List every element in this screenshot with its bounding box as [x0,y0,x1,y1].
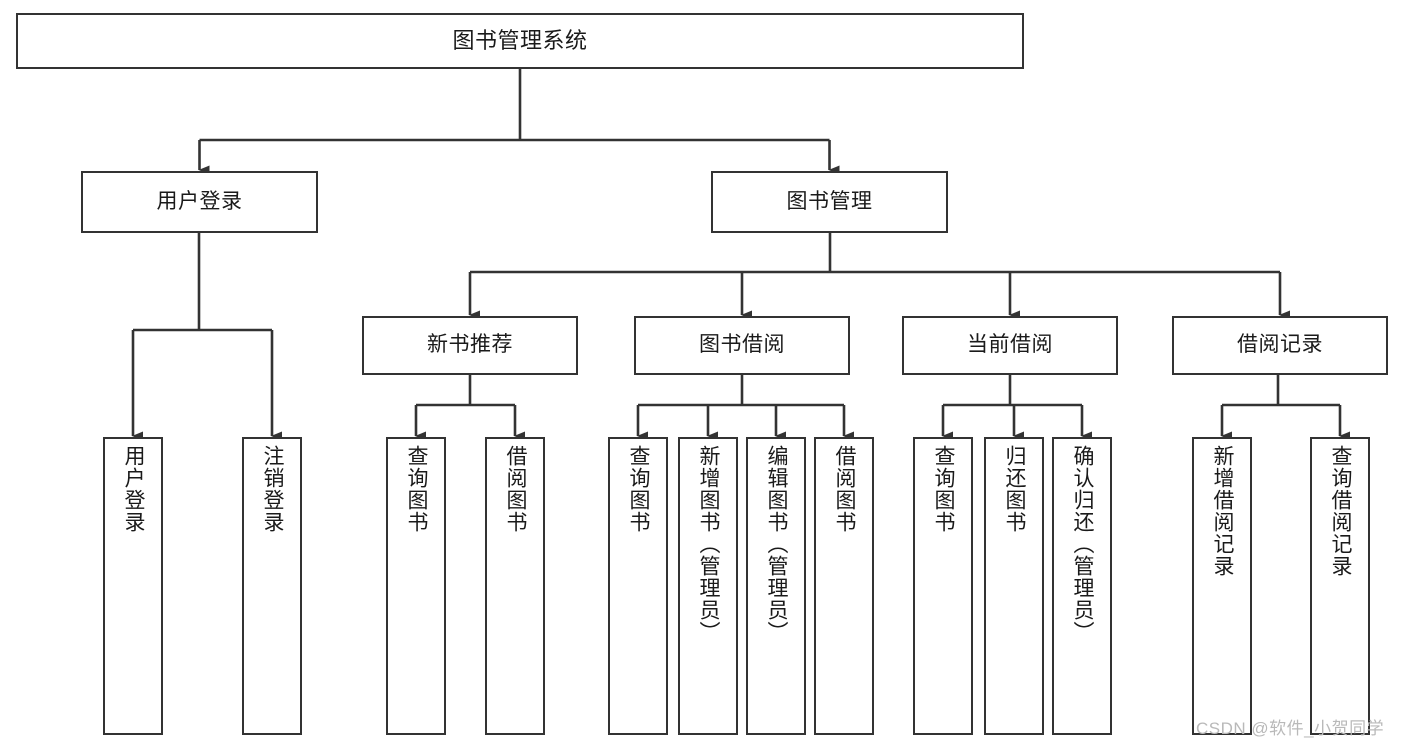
node-label: 归还图书 [1003,445,1027,533]
node-user-login[interactable]: 用户登录 [81,171,318,233]
node-label: 借阅图书 [504,445,528,533]
node-leaf-add-borrow-record[interactable]: 新增借阅记录 [1192,437,1252,735]
node-label: 用户登录 [156,189,243,213]
node-leaf-confirm-return[interactable]: 确认归还（管理员） [1052,437,1112,735]
node-label: 查询借阅记录 [1329,445,1353,577]
node-label: 图书管理 [786,189,873,213]
watermark-text: CSDN @软件_小贺同学 [1196,719,1385,738]
node-leaf-query-book-recommend[interactable]: 查询图书 [386,437,446,735]
node-label: 新增借阅记录 [1211,445,1235,577]
node-current-borrow[interactable]: 当前借阅 [902,316,1118,375]
node-root[interactable]: 图书管理系统 [16,13,1024,69]
node-label: 注销登录 [261,445,285,533]
node-leaf-user-login[interactable]: 用户登录 [103,437,163,735]
node-book-borrow[interactable]: 图书借阅 [634,316,850,375]
node-label: 借阅图书 [833,445,857,533]
node-leaf-add-book[interactable]: 新增图书（管理员） [678,437,738,735]
node-label: 编辑图书（管理员） [765,445,789,643]
node-leaf-borrow-book[interactable]: 借阅图书 [814,437,874,735]
node-leaf-query-borrow-record[interactable]: 查询借阅记录 [1310,437,1370,735]
node-label: 图书借阅 [699,333,785,357]
node-new-book-recommend[interactable]: 新书推荐 [362,316,578,375]
node-label: 查询图书 [627,445,651,533]
node-label: 新增图书（管理员） [697,445,721,643]
node-leaf-query-book-current[interactable]: 查询图书 [913,437,973,735]
node-leaf-edit-book[interactable]: 编辑图书（管理员） [746,437,806,735]
node-label: 查询图书 [932,445,956,533]
edges [131,69,1350,441]
node-book-manage[interactable]: 图书管理 [711,171,948,233]
node-leaf-logout[interactable]: 注销登录 [242,437,302,735]
node-label: 借阅记录 [1237,333,1323,357]
node-borrow-record[interactable]: 借阅记录 [1172,316,1388,375]
node-leaf-borrow-book-recommend[interactable]: 借阅图书 [485,437,545,735]
node-label: 确认归还（管理员） [1071,445,1095,643]
node-leaf-return-book[interactable]: 归还图书 [984,437,1044,735]
node-label: 图书管理系统 [452,28,588,54]
node-label: 新书推荐 [427,333,513,357]
node-label: 用户登录 [122,445,146,533]
node-label: 当前借阅 [967,333,1053,357]
node-label: 查询图书 [405,445,429,533]
node-leaf-query-book-borrow[interactable]: 查询图书 [608,437,668,735]
